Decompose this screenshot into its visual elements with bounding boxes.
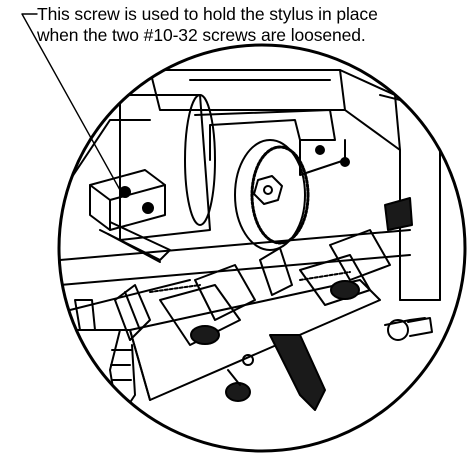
leader-line bbox=[21, 13, 121, 191]
motor-drum bbox=[119, 94, 216, 241]
side-knob bbox=[384, 197, 433, 341]
callout-line-2: when the two #10-32 screws are loosened. bbox=[37, 25, 366, 45]
upper-bracket bbox=[194, 109, 350, 176]
springs bbox=[149, 271, 351, 293]
key-blanks bbox=[74, 299, 136, 411]
callout-text: This screw is used to hold the stylus in… bbox=[37, 4, 469, 46]
stylus-block bbox=[89, 169, 171, 263]
detail-circle bbox=[57, 43, 467, 453]
cutter-wheel bbox=[234, 139, 310, 251]
machine-frame bbox=[59, 69, 441, 301]
handles bbox=[225, 334, 326, 411]
stylus-screw bbox=[119, 186, 131, 198]
left-key-clamp bbox=[114, 264, 256, 346]
callout-line-1: This screw is used to hold the stylus in… bbox=[37, 4, 378, 24]
stylus-screw bbox=[142, 202, 154, 214]
right-key-clamp bbox=[259, 229, 391, 306]
hex-nut bbox=[253, 175, 283, 205]
